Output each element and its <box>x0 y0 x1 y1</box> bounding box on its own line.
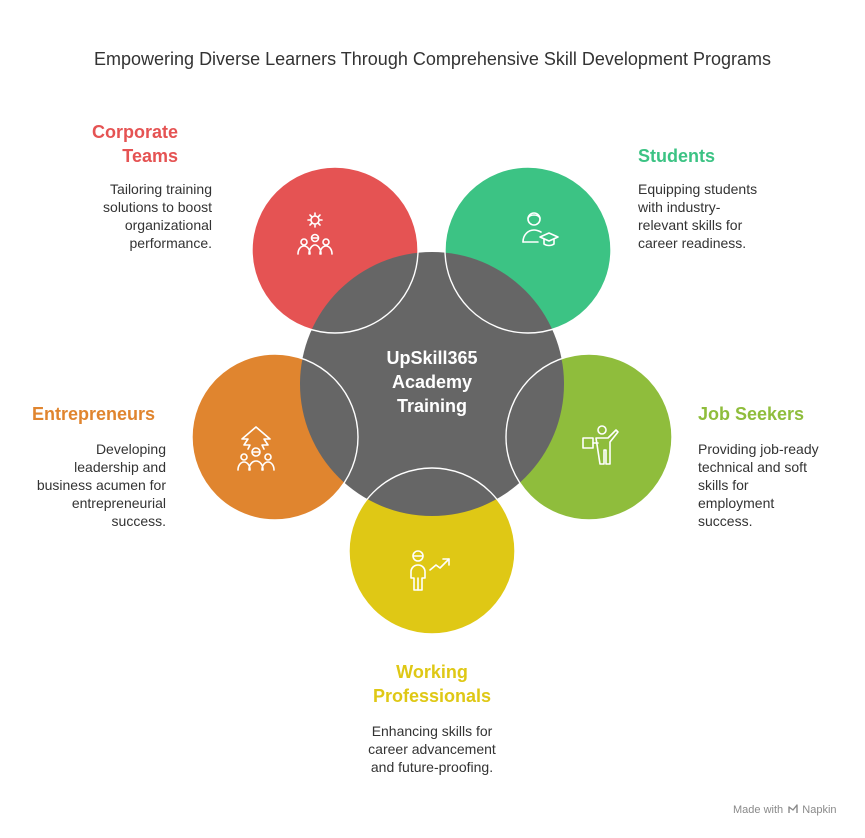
job-seekers-description: Providing job-ready technical and soft s… <box>698 440 848 530</box>
overlap-outlines <box>191 166 673 635</box>
entrepreneurs-description: Developing leadership and business acume… <box>10 440 166 530</box>
hub-label-line: UpSkill365 <box>386 348 478 368</box>
corporate-teams-description: Tailoring training solutions to boost or… <box>40 180 212 252</box>
growth-person-icon <box>410 550 450 591</box>
hub-label-line: Training <box>396 396 467 416</box>
desc-line: Tailoring training <box>110 181 212 197</box>
hub-label: UpSkill365 Academy Training <box>352 346 512 418</box>
label-line: Professionals <box>372 686 492 706</box>
desc-line: success. <box>111 513 166 529</box>
label-line: Corporate <box>91 122 178 142</box>
desc-line: Developing <box>95 441 166 457</box>
page-title: Empowering Diverse Learners Through Comp… <box>94 49 771 69</box>
circle-working <box>349 468 515 634</box>
desc-line: performance. <box>129 235 212 251</box>
desc-line: solutions to boost <box>103 199 212 215</box>
label-line: Job Seekers <box>698 404 805 424</box>
label-line: Teams <box>122 146 178 166</box>
desc-line: with industry- <box>638 199 721 215</box>
desc-line: success. <box>698 513 753 529</box>
label-line: Entrepreneurs <box>31 404 155 424</box>
desc-line: Equipping students <box>638 181 758 197</box>
desc-line: Providing job-ready <box>698 441 819 457</box>
leadership-arrow-icon <box>237 426 275 471</box>
hub-circle <box>300 252 564 516</box>
napkin-watermark[interactable]: Made with Napkin <box>733 804 837 816</box>
desc-line: career readiness. <box>638 235 747 251</box>
working-professionals-label: Working Professionals <box>332 660 532 708</box>
desc-line: leadership and <box>74 459 166 475</box>
label-line: Students <box>638 146 716 166</box>
watermark-brand: Napkin <box>802 804 837 816</box>
graduate-icon <box>522 212 559 247</box>
students-description: Equipping students with industry- releva… <box>638 180 828 252</box>
desc-line: entrepreneurial <box>71 495 166 511</box>
corporate-teams-label: Corporate Teams <box>40 120 178 168</box>
entrepreneurs-label: Entrepreneurs <box>10 402 155 426</box>
desc-line: organizational <box>124 217 212 233</box>
students-label: Students <box>638 144 818 168</box>
watermark-prefix: Made with <box>733 804 784 816</box>
job-seekers-label: Job Seekers <box>698 402 848 426</box>
gear-team-icon <box>297 212 333 255</box>
desc-line: career advancement <box>368 741 496 757</box>
desc-line: employment <box>698 495 775 511</box>
napkin-logo-icon <box>788 804 798 813</box>
presenter-icon <box>582 425 619 465</box>
desc-line: technical and soft <box>698 459 807 475</box>
desc-line: skills for <box>698 477 749 493</box>
working-professionals-description: Enhancing skills for career advancement … <box>332 722 532 776</box>
desc-line: relevant skills for <box>638 217 743 233</box>
hub-label-line: Academy <box>391 372 473 392</box>
desc-line: business acumen for <box>36 477 166 493</box>
desc-line: Enhancing skills for <box>371 723 493 739</box>
desc-line: and future-proofing. <box>370 759 494 775</box>
label-line: Working <box>396 662 468 682</box>
